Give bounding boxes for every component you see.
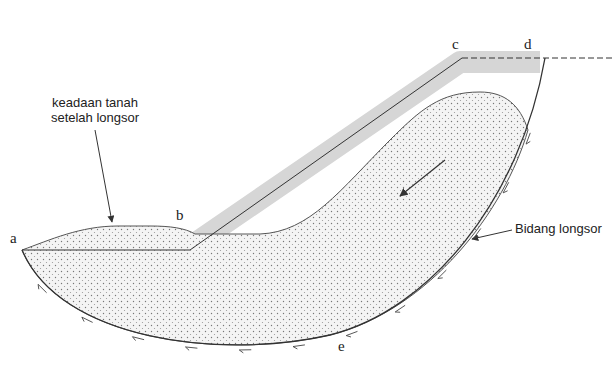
top-ground-line bbox=[462, 58, 613, 59]
original-ground-toe bbox=[22, 250, 190, 251]
point-label: b bbox=[176, 207, 184, 224]
slip-surface bbox=[22, 58, 545, 345]
shear-arrow bbox=[293, 345, 305, 349]
point-label: c bbox=[452, 36, 459, 53]
original-slope-line bbox=[190, 58, 462, 250]
movement-arrow bbox=[400, 160, 445, 196]
leader-line bbox=[95, 130, 112, 222]
slip-surface-label: Bidang longsor bbox=[515, 222, 602, 237]
shear-arrow bbox=[185, 347, 197, 350]
shear-arrow bbox=[132, 337, 144, 341]
leader-label: keadaan tanah setelah longsor bbox=[45, 96, 145, 126]
leader-line bbox=[472, 230, 512, 239]
shear-arrow bbox=[526, 133, 530, 144]
shear-arrow bbox=[346, 331, 357, 337]
shear-arrow bbox=[82, 317, 93, 322]
point-label: d bbox=[524, 36, 532, 53]
point-label: a bbox=[10, 230, 17, 247]
shear-arrow bbox=[395, 305, 405, 312]
shear-arrow bbox=[438, 270, 447, 278]
shear-arrow bbox=[474, 228, 481, 238]
point-label: e bbox=[338, 338, 345, 355]
sliding-mass bbox=[22, 92, 528, 345]
shear-arrow bbox=[38, 284, 47, 292]
shear-arrow bbox=[239, 350, 251, 353]
shear-arrow bbox=[503, 182, 509, 193]
